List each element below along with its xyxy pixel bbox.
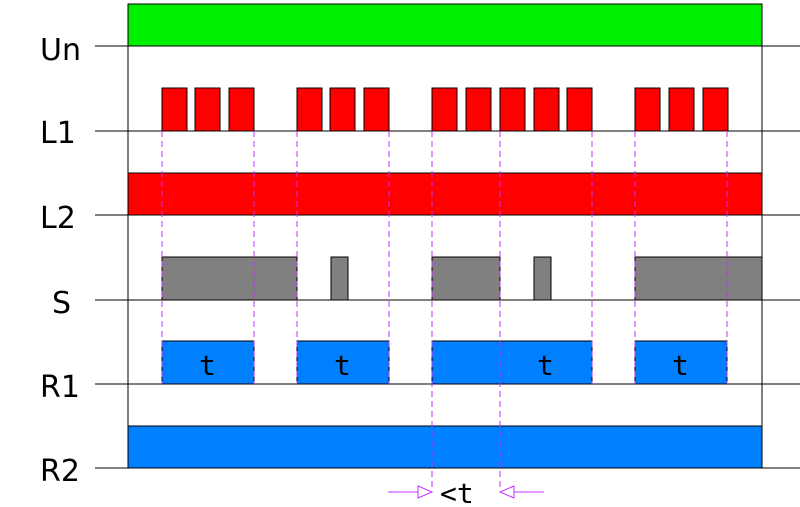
l1-pulses	[161, 87, 729, 132]
l1-pulse	[566, 87, 593, 132]
s-pulse	[330, 256, 349, 301]
relay-bar-r2	[127, 425, 763, 469]
l1-pulse	[465, 87, 492, 132]
interval-label: <t	[440, 477, 474, 507]
label-l2: L2	[40, 201, 76, 236]
label-r2: R2	[40, 454, 80, 489]
l1-pulse	[533, 87, 560, 132]
l1-pulse	[296, 87, 323, 132]
l1-pulse	[499, 87, 526, 132]
l1-pulse	[363, 87, 390, 132]
l1-pulse	[634, 87, 661, 132]
r1-timer-label: t	[537, 349, 554, 382]
l1-pulse	[329, 87, 356, 132]
l1-pulse	[431, 87, 458, 132]
label-r1: R1	[40, 370, 80, 405]
guide-lines	[161, 131, 728, 488]
r1-timer-label: t	[334, 349, 351, 382]
s-pulse	[634, 256, 763, 301]
label-l1: L1	[40, 116, 76, 151]
r1-pulses	[161, 340, 728, 385]
r1-timer-label: t	[672, 349, 689, 382]
lamp-bar-l2	[127, 172, 763, 216]
l1-pulse	[702, 87, 729, 132]
l1-pulse	[228, 87, 255, 132]
r1-pulse	[431, 340, 593, 385]
interval-arrow-right-icon	[417, 485, 434, 499]
s-pulse	[533, 256, 552, 301]
s-pulses	[161, 256, 763, 301]
label-s: S	[52, 286, 71, 321]
l1-pulse	[161, 87, 188, 132]
r1-timer-label: t	[199, 349, 216, 382]
s-pulse	[161, 256, 298, 301]
label-un: Un	[40, 33, 81, 68]
supply-bar-un	[127, 3, 763, 47]
interval-arrow-left-icon	[498, 485, 515, 499]
r1-pulse	[296, 340, 390, 385]
s-pulse	[431, 256, 501, 301]
l1-pulse	[668, 87, 695, 132]
interval-marker	[388, 485, 544, 499]
l1-pulse	[194, 87, 221, 132]
